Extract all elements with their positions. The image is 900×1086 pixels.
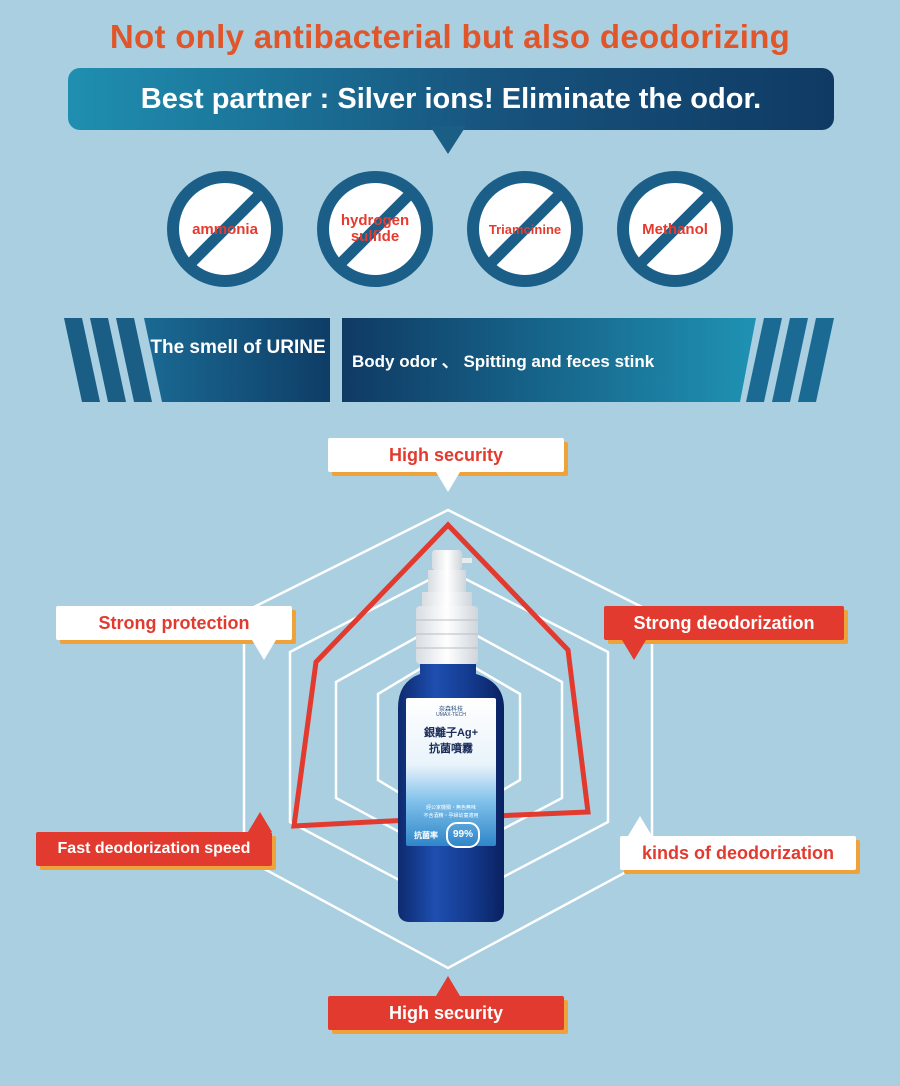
bottle-desc-1: 經公家機關・無色無味 <box>425 805 476 811</box>
tag-strong-protection: Strong protection <box>56 606 292 640</box>
tag-pointer <box>248 812 272 832</box>
tag-strong-deodorization: Strong deodorization <box>604 606 844 640</box>
badge-ammonia: ammonia <box>166 170 284 288</box>
banner <box>68 68 834 130</box>
badge-hydrogen-sulfide: hydrogen sulfide <box>316 170 434 288</box>
badge-label: hydrogen sulfide <box>340 212 410 245</box>
banner-text: Best partner : Silver ions! Eliminate th… <box>140 83 762 115</box>
headline: Not only antibacterial but also deodoriz… <box>109 18 791 55</box>
tag-high-security-bottom: High security <box>328 996 564 1030</box>
tag-fast-deodorization: Fast deodorization speed <box>36 832 272 866</box>
badge-label: ammonia <box>192 221 258 238</box>
tag-pointer <box>436 472 460 492</box>
bottle-desc-2: 不含酒精・孕婦幼童適用 <box>423 813 479 819</box>
tag-kinds-of-deodorization: kinds of deodorization <box>620 836 856 870</box>
banner-pointer <box>430 126 466 154</box>
prohibition-icon <box>167 171 283 287</box>
bottle-brand-en: UMAX-TECH <box>436 712 466 718</box>
bottle-title-2: 抗菌噴霧 <box>429 743 473 755</box>
tag-pointer <box>622 640 646 660</box>
urine-smell-label: The smell of URINE <box>150 337 326 358</box>
bottle-brand: 奈森科技 <box>438 707 463 713</box>
body-odor-label: Body odor 、 Spitting and feces stink <box>352 352 655 371</box>
badge-label: Methanol <box>642 221 708 238</box>
prohibition-icon <box>617 171 733 287</box>
prohibition-icon <box>317 171 433 287</box>
odor-strip <box>64 318 834 402</box>
badge-methanol: Methanol <box>616 170 734 288</box>
tag-pointer <box>628 816 652 836</box>
bottle-rate-value: 99% <box>446 822 480 848</box>
badge-triamcinine: Triamcinine <box>466 170 584 288</box>
bottle-title-1: 銀離子Ag+ <box>423 727 479 739</box>
tag-high-security-top: High security <box>328 438 564 472</box>
tag-pointer <box>436 976 460 996</box>
bottle-rate-label: 抗菌率 <box>414 831 438 840</box>
prohibition-icon <box>467 171 583 287</box>
badge-label: Triamcinine <box>488 222 562 237</box>
spray-bottle <box>398 550 504 922</box>
tag-pointer <box>252 640 276 660</box>
